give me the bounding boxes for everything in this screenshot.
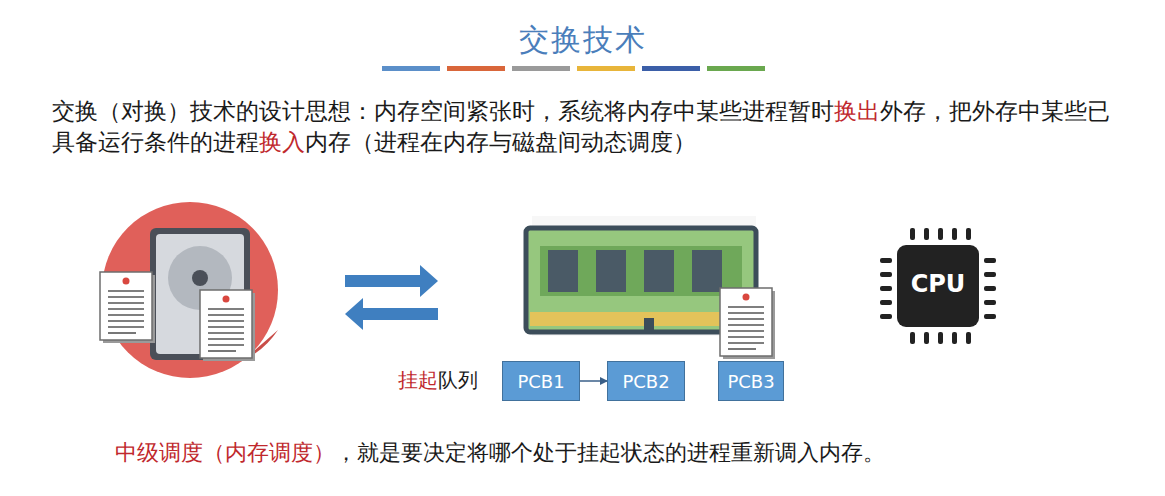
swap-arrows	[345, 265, 438, 330]
ram-module	[526, 216, 775, 359]
label-text: 中级调度（内存调度）	[115, 440, 335, 465]
label-text: 交换（对换）技术的设计思想：内存空间紧张时，系统将内存中某些进程暂时	[52, 98, 834, 124]
pcb-label: PCB3	[727, 371, 774, 392]
description: 交换（对换）技术的设计思想：内存空间紧张时，系统将内存中某些进程暂时换出外存，把…	[52, 96, 1132, 158]
pcb-label: PCB1	[517, 371, 564, 392]
cpu-text: CPU	[897, 270, 979, 298]
label-text: 挂起	[398, 368, 438, 392]
label-text: 换入	[259, 129, 305, 155]
pcb-box: PCB1	[502, 361, 580, 401]
pcb-label: PCB2	[622, 371, 669, 392]
queue-caption: 挂起队列	[398, 367, 478, 394]
title-bars	[382, 66, 765, 71]
label-text: 内存（进程在内存与磁盘间动态调度）	[305, 129, 696, 155]
footnote: 中级调度（内存调度），就是要决定将哪个处于挂起状态的进程重新调入内存。	[115, 438, 885, 468]
queue-link	[580, 380, 607, 382]
label-text: ，就是要决定将哪个处于挂起状态的进程重新调入内存。	[335, 440, 885, 465]
title: 交换技术	[0, 20, 1165, 61]
label-text: CPU	[911, 270, 966, 298]
disk-icon	[100, 202, 278, 378]
label-text: 队列	[438, 368, 478, 392]
cpu-chip	[880, 228, 996, 344]
pcb-box: PCB2	[607, 361, 685, 401]
label-text: 换出	[834, 98, 880, 124]
pcb-box: PCB3	[718, 361, 784, 401]
